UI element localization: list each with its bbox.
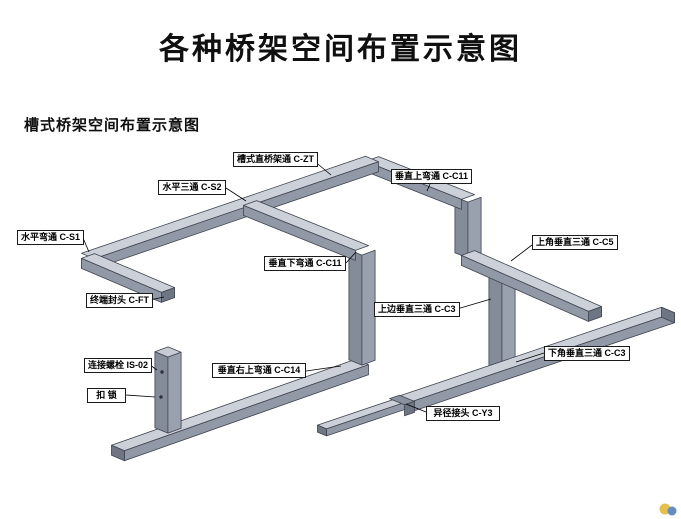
tray-riser-center [348,249,376,366]
label-c-c3-upper: 上边垂直三通 C-C3 [374,302,460,317]
label-c-zt: 槽式直桥架通 C-ZT [233,152,318,167]
tray-riser-upper-right [454,196,482,259]
leader-c-c5 [510,244,533,262]
label-c-c3-lower: 下角垂直三通 C-C3 [544,346,630,361]
watermark-logo [659,503,677,516]
connector-bolt [160,370,164,374]
tray-riser-left [154,346,182,434]
label-c-c11-down: 垂直下弯通 C-C11 [264,256,346,271]
label-c-c11-up: 垂直上弯通 C-C11 [391,169,473,184]
label-c-s2: 水平三通 C-S2 [158,180,226,195]
leader-c-y3 [405,403,427,413]
label-kousuo: 扣 锁 [87,388,126,403]
label-c-c5: 上角垂直三通 C-C5 [532,235,618,250]
leader-c-c11-down [345,251,357,264]
label-c-s1: 水平弯通 C-S1 [17,230,85,245]
leader-c-c11-up [426,183,431,192]
reducer-fitting [389,394,415,417]
tray-run-bottom-right [317,306,675,437]
leader-c-c14 [305,365,342,372]
tray-run-right-lateral [460,250,602,322]
section-subtitle: 槽式桥架空间布置示意图 [24,117,201,134]
leader-c-c3-lower [515,352,545,363]
leader-c-c3-upper [456,298,492,310]
leader-kousuo [125,394,156,398]
label-is-02: 连接螺栓 IS-02 [84,358,153,373]
tray-riser-right [488,267,516,372]
lock-clip [159,395,163,399]
page-title: 各种桥架空间布置示意图 [159,33,522,66]
leader-c-s2 [225,187,247,202]
tray-stub-endcap [81,253,176,303]
label-c-ft: 终端封头 C-FT [86,293,153,308]
tray-branch-run [242,200,370,261]
label-c-y3: 异径接头 C-Y3 [426,406,500,421]
label-c-c14: 垂直右上弯通 C-C14 [212,363,306,378]
